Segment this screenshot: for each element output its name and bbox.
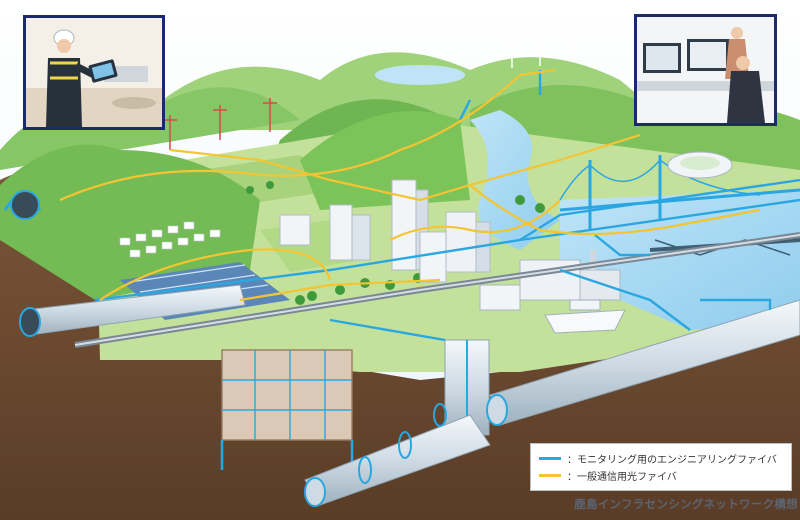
legend-item-monitoring-fiber: ：モニタリング用のエンジニアリングファイバ (539, 450, 783, 467)
construction-site (220, 349, 354, 470)
general-fiber-network (59, 68, 761, 302)
field-worker-illustration (26, 18, 162, 127)
legend-label: ：一般通信用光ファイバ (567, 472, 677, 483)
underground-tunnel (19, 284, 246, 337)
wind-turbine-icon (503, 21, 586, 68)
stadium-icon (667, 151, 733, 179)
diagram-caption: 鹿島インフラセンシングネットワーク構想 (574, 497, 798, 511)
legend-swatch-blue (539, 457, 561, 460)
tunnel-hill (0, 144, 260, 300)
control-room-illustration (637, 17, 774, 123)
underground-pipe (304, 299, 800, 507)
river (470, 110, 560, 250)
inset-field-worker (23, 15, 165, 130)
houses (119, 221, 221, 258)
ship-icon (544, 299, 626, 334)
monitoring-fiber-network (94, 70, 800, 342)
operator-figures (725, 27, 765, 123)
earth-cross-section (0, 168, 800, 520)
tunnel-icon (10, 190, 40, 220)
inset-control-room (634, 14, 777, 126)
legend-swatch-yellow (539, 474, 561, 477)
factory-icon (479, 250, 621, 311)
legend-item-general-fiber: ：一般通信用光ファイバ (539, 467, 783, 484)
legend: ：モニタリング用のエンジニアリングファイバ ：一般通信用光ファイバ (530, 443, 792, 491)
power-pylon-icon (163, 98, 277, 150)
legend-label: ：モニタリング用のエンジニアリングファイバ (567, 455, 777, 466)
